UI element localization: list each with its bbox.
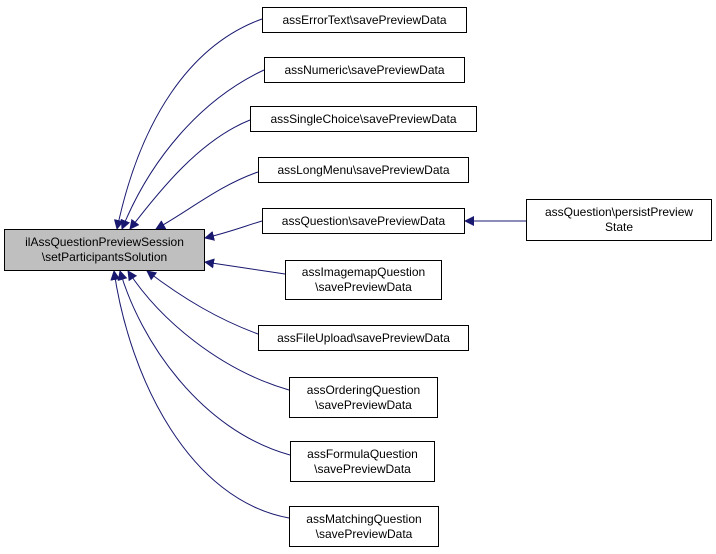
edge-question-to-root [204,220,263,241]
node-label: assSingleChoice\savePreviewData [270,111,457,126]
root-node-line1: ilAssQuestionPreviewSession [25,235,184,249]
root-node-line2: \setParticipantsSolution [41,250,168,264]
node-question-persist-preview-state[interactable]: assQuestion\persistPreview State [526,199,712,241]
edge-numeric-to-root [120,69,265,230]
node-long-menu-save-preview-data[interactable]: assLongMenu\savePreviewData [258,157,469,183]
edge-matching-to-root [110,270,290,519]
edge-ordering-to-root [127,270,290,391]
node-label: assQuestion\savePreviewData [281,213,446,228]
node-numeric-save-preview-data[interactable]: assNumeric\savePreviewData [264,57,465,83]
edge-imagemap-to-root [204,258,286,275]
node-imagemap-question-save-preview-data[interactable]: assImagemapQuestion \savePreviewData [285,260,442,300]
node-formula-question-save-preview-data[interactable]: assFormulaQuestion \savePreviewData [290,441,435,482]
edge-formula-to-root [117,270,291,456]
root-node-set-participants-solution[interactable]: ilAssQuestionPreviewSession \setParticip… [4,229,205,271]
node-label-line2: \savePreviewData [314,461,411,476]
node-label-line1: assMatchingQuestion [306,511,422,526]
edge-long-menu-to-root [155,171,259,230]
node-matching-question-save-preview-data[interactable]: assMatchingQuestion \savePreviewData [289,506,439,547]
node-label-line2: State [604,220,634,234]
node-label-line2: \savePreviewData [315,280,412,294]
node-error-text-save-preview-data[interactable]: assErrorText\savePreviewData [262,7,467,33]
node-label: assErrorText\savePreviewData [282,12,447,27]
edge-file-upload-to-root [146,270,259,335]
node-label-line2: \savePreviewData [315,397,412,412]
node-label-line1: assFormulaQuestion [307,446,418,461]
edge-error-text-to-root [113,18,263,230]
node-ordering-question-save-preview-data[interactable]: assOrderingQuestion \savePreviewData [289,377,438,418]
node-label: assFileUpload\savePreviewData [277,330,450,345]
node-label-line2: \savePreviewData [315,526,413,541]
node-question-save-preview-data[interactable]: assQuestion\savePreviewData [262,208,465,234]
edge-single-choice-to-root [129,119,251,230]
node-single-choice-save-preview-data[interactable]: assSingleChoice\savePreviewData [250,106,477,132]
node-label: assNumeric\savePreviewData [284,62,445,77]
node-label-line1: assImagemapQuestion [301,265,426,279]
node-label: assLongMenu\savePreviewData [277,162,450,177]
node-label-line1: assOrderingQuestion [306,382,421,397]
node-label-line1: assQuestion\persistPreview [544,205,694,219]
node-file-upload-save-preview-data[interactable]: assFileUpload\savePreviewData [258,325,469,351]
